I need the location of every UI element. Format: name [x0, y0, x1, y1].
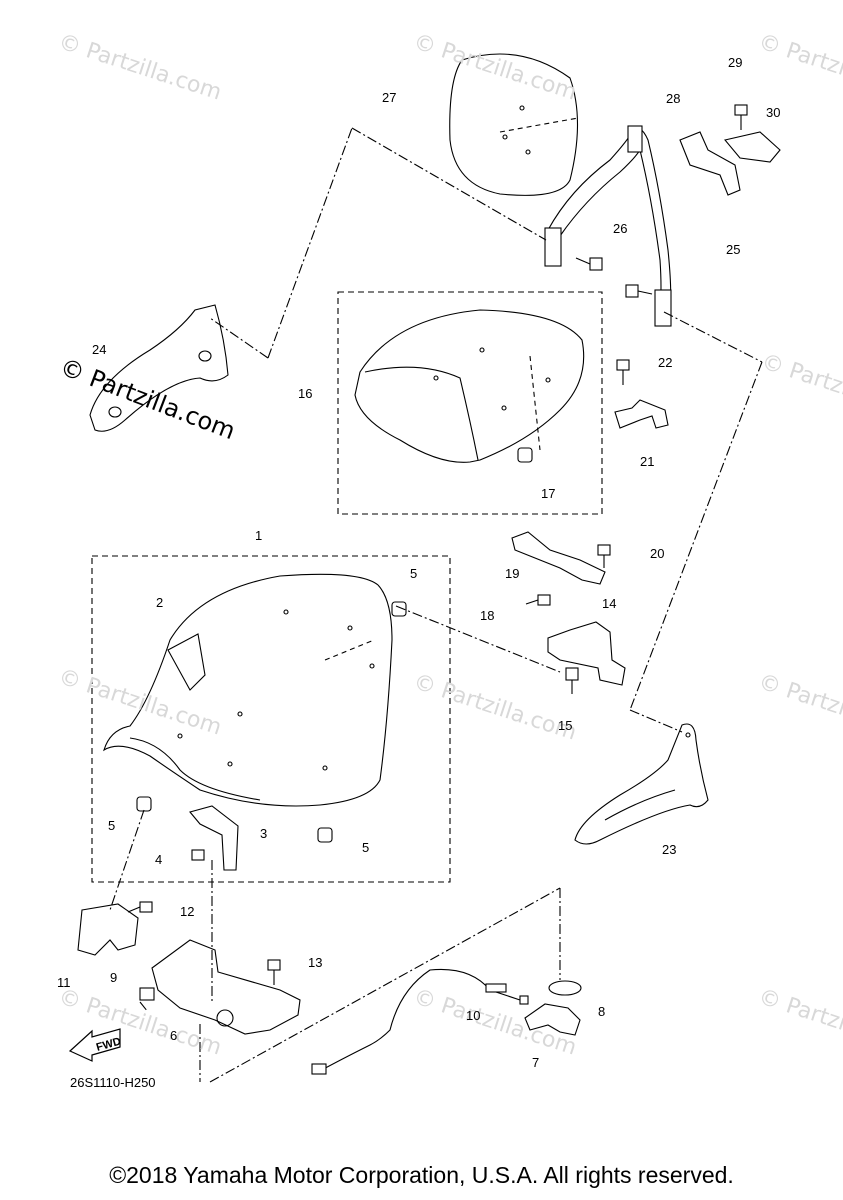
bracket-part[interactable] — [679, 131, 741, 196]
bracket-part[interactable] — [547, 621, 626, 686]
callout-4[interactable]: 4 — [155, 852, 163, 867]
fwd-arrow-icon: FWD — [68, 1028, 122, 1062]
rear-seat-group-box — [337, 291, 603, 515]
callout-6[interactable]: 6 — [170, 1028, 178, 1043]
callout-2[interactable]: 2 — [156, 595, 164, 610]
grommet-part[interactable] — [317, 827, 333, 843]
plate-part[interactable] — [548, 980, 582, 996]
bracket-part[interactable] — [189, 805, 239, 871]
bolt-part[interactable] — [525, 594, 551, 606]
callout-12[interactable]: 12 — [180, 904, 195, 919]
callout-5[interactable]: 5 — [410, 566, 418, 581]
copyright-notice: ©2018 Yamaha Motor Corporation, U.S.A. A… — [109, 1162, 734, 1188]
grommet-part[interactable] — [517, 447, 533, 463]
bolt-part[interactable] — [616, 359, 630, 385]
nut-part[interactable] — [139, 987, 155, 1001]
callout-16[interactable]: 16 — [298, 386, 313, 401]
callout-5[interactable]: 5 — [108, 818, 116, 833]
grommet-part[interactable] — [136, 796, 152, 812]
callout-7[interactable]: 7 — [532, 1055, 540, 1070]
bracket-part[interactable] — [614, 399, 669, 429]
nut-part[interactable] — [191, 849, 205, 861]
callout-26[interactable]: 26 — [613, 221, 628, 236]
bolt-part[interactable] — [597, 544, 611, 568]
callout-27[interactable]: 27 — [382, 90, 397, 105]
callout-13[interactable]: 13 — [308, 955, 323, 970]
callout-28[interactable]: 28 — [666, 91, 681, 106]
backrest-pad-part[interactable] — [449, 53, 578, 196]
bolt-part[interactable] — [267, 959, 281, 985]
callout-25[interactable]: 25 — [726, 242, 741, 257]
grommet-part[interactable] — [391, 601, 407, 617]
bracket-part[interactable] — [511, 531, 606, 585]
callout-22[interactable]: 22 — [658, 355, 673, 370]
callout-1[interactable]: 1 — [255, 528, 263, 543]
seat-group-box — [91, 555, 451, 883]
front-seat-part[interactable] — [103, 573, 393, 807]
callout-19[interactable]: 19 — [505, 566, 520, 581]
grab-bar-right-part[interactable] — [574, 723, 709, 845]
callout-29[interactable]: 29 — [728, 55, 743, 70]
backrest-bar-part[interactable] — [544, 125, 672, 327]
callout-10[interactable]: 10 — [466, 1008, 481, 1023]
bracket-part[interactable] — [77, 903, 139, 956]
bolt-part[interactable] — [625, 284, 653, 298]
seat-lock-cable-part[interactable] — [317, 968, 521, 1073]
diagram-code: 26S1110-H250 — [70, 1075, 156, 1090]
plate-part[interactable] — [151, 939, 301, 1035]
callout-15[interactable]: 15 — [558, 718, 573, 733]
callout-21[interactable]: 21 — [640, 454, 655, 469]
lock-bracket-part[interactable] — [524, 1003, 581, 1036]
callout-24[interactable]: 24 — [92, 342, 107, 357]
callout-5[interactable]: 5 — [362, 840, 370, 855]
callout-9[interactable]: 9 — [110, 970, 118, 985]
callout-17[interactable]: 17 — [541, 486, 556, 501]
grab-bar-left-part[interactable] — [89, 304, 229, 432]
callout-20[interactable]: 20 — [650, 546, 665, 561]
callout-14[interactable]: 14 — [602, 596, 617, 611]
rear-seat-part[interactable] — [354, 309, 585, 463]
bolt-part[interactable] — [127, 901, 153, 913]
bolt-part[interactable] — [734, 104, 748, 130]
bolt-part[interactable] — [565, 667, 579, 694]
bolt-part[interactable] — [575, 257, 603, 271]
callout-18[interactable]: 18 — [480, 608, 495, 623]
callout-30[interactable]: 30 — [766, 105, 781, 120]
callout-3[interactable]: 3 — [260, 826, 268, 841]
callout-23[interactable]: 23 — [662, 842, 677, 857]
callout-11[interactable]: 11 — [57, 975, 71, 990]
callout-8[interactable]: 8 — [598, 1004, 606, 1019]
clip-part[interactable] — [724, 131, 781, 163]
